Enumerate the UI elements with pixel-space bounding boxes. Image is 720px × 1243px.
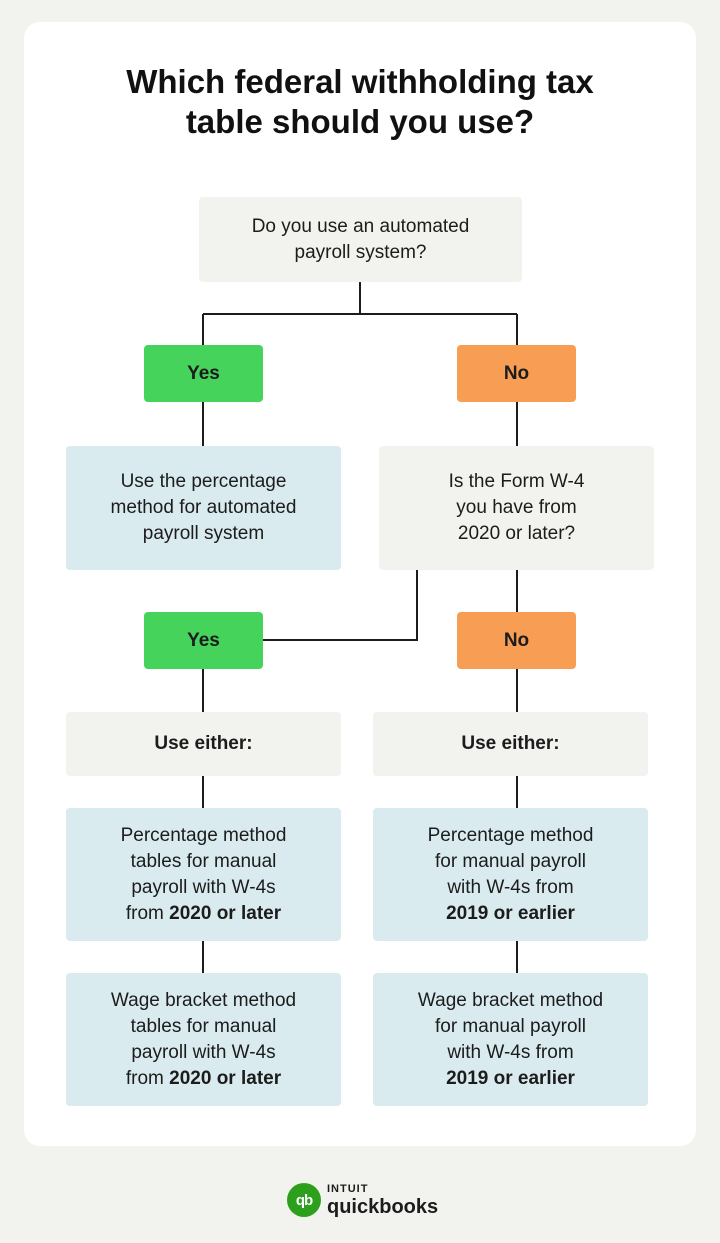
option-line-2: for manual payroll [434, 1015, 587, 1037]
no-node-1: No [457, 345, 576, 402]
question-line-1: Is the Form W-4 [448, 471, 585, 492]
quickbooks-logo-icon: qb [287, 1183, 321, 1217]
result-line-1: Use the percentage [120, 471, 287, 492]
option-line-4-emphasis: 2020 or later [169, 1067, 282, 1089]
title-line-2: table should you use? [185, 103, 535, 140]
question-line-2: payroll system? [294, 241, 427, 263]
use-either-label: Use either: [461, 733, 560, 754]
option-line-3: with W-4s from [447, 876, 574, 898]
right-percentage-method-option: Percentage method for manual payroll wit… [373, 808, 648, 941]
yes-node-1: Yes [144, 345, 263, 402]
percentage-automated-result: Use the percentage method for automated … [66, 446, 341, 570]
option-line-4-emphasis: 2020 or later [169, 902, 282, 924]
option-line-3: payroll with W-4s [131, 876, 276, 898]
w4-year-question: Is the Form W-4 you have from 2020 or la… [379, 446, 654, 570]
left-use-either: Use either: [66, 712, 341, 776]
result-line-3: payroll system [142, 523, 265, 544]
right-use-either: Use either: [373, 712, 648, 776]
option-line-3: payroll with W-4s [131, 1041, 276, 1063]
no-node-2: No [457, 612, 576, 669]
logo-wordmark: INTUIT quickbooks [327, 1182, 438, 1218]
option-line-4-emphasis: 2019 or earlier [446, 902, 575, 924]
no-label: No [503, 362, 530, 384]
left-wage-bracket-option: Wage bracket method tables for manual pa… [66, 973, 341, 1106]
option-line-4-prefix: from [125, 902, 170, 924]
use-either-label: Use either: [154, 733, 253, 754]
option-line-4-emphasis: 2019 or earlier [446, 1067, 575, 1089]
option-line-1: Wage bracket method [417, 989, 604, 1011]
option-line-2: tables for manual [130, 1015, 277, 1037]
question-line-2: you have from [456, 497, 577, 518]
option-line-1: Percentage method [427, 824, 594, 846]
option-line-2: for manual payroll [434, 850, 587, 872]
title-line-1: Which federal withholding tax [126, 63, 594, 100]
option-line-1: Wage bracket method [110, 989, 297, 1011]
yes-label: Yes [187, 362, 220, 384]
intuit-quickbooks-logo: qb INTUIT quickbooks [287, 1180, 438, 1220]
left-percentage-method-option: Percentage method tables for manual payr… [66, 808, 341, 941]
option-line-1: Percentage method [120, 824, 287, 846]
option-line-4-prefix: from [125, 1067, 170, 1089]
logo-quickbooks-text: quickbooks [327, 1196, 439, 1218]
option-line-3: with W-4s from [447, 1041, 574, 1063]
page-title: Which federal withholding tax table shou… [0, 62, 720, 142]
option-line-4: from 2020 or later [126, 901, 281, 927]
right-wage-bracket-option: Wage bracket method for manual payroll w… [373, 973, 648, 1106]
yes-label: Yes [187, 629, 220, 651]
option-line-4: from 2020 or later [126, 1066, 281, 1092]
result-line-2: method for automated [110, 497, 297, 518]
no-label: No [503, 629, 530, 651]
connector-question-to-yes-2 [263, 569, 418, 641]
yes-node-2: Yes [144, 612, 263, 669]
automated-payroll-question: Do you use an automated payroll system? [199, 197, 522, 282]
question-line-1: Do you use an automated [251, 215, 470, 237]
option-line-2: tables for manual [130, 850, 277, 872]
question-line-3: 2020 or later? [457, 523, 576, 544]
logo-intuit-text: INTUIT [327, 1183, 369, 1195]
